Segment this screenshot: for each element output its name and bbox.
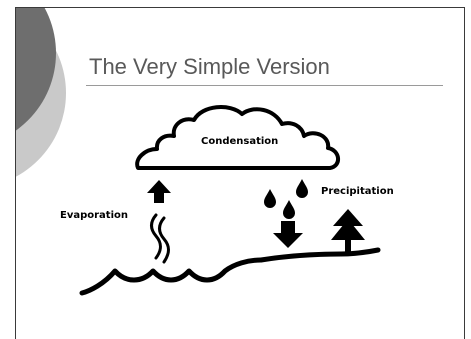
slide: The Very Simple Version Condensation Eva… <box>15 7 465 339</box>
title-divider <box>86 85 443 86</box>
raindrop-icon <box>264 189 276 208</box>
raindrop-icon <box>283 200 295 219</box>
water-wave-icon <box>79 257 264 296</box>
down-arrow-icon <box>273 221 303 248</box>
cloud-icon <box>135 105 340 170</box>
ground-icon <box>258 247 381 263</box>
slide-title: The Very Simple Version <box>89 54 330 79</box>
raindrop-icon <box>296 179 308 198</box>
water-cycle-diagram <box>79 105 381 296</box>
tree-icon <box>331 209 365 254</box>
label-condensation: Condensation <box>201 136 279 147</box>
label-precipitation: Precipitation <box>321 186 394 197</box>
up-arrow-icon <box>147 180 171 203</box>
steam-icon <box>150 213 170 264</box>
label-evaporation: Evaporation <box>60 210 129 221</box>
